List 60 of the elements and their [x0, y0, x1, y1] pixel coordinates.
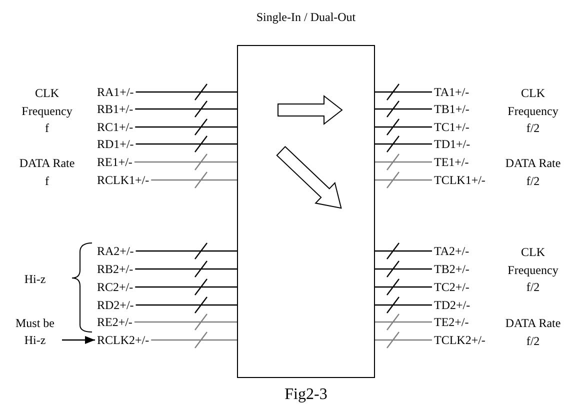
bus-line	[135, 83, 238, 101]
pin-label: RC1+/-	[97, 120, 134, 134]
bus-line	[134, 100, 238, 118]
pin-label: RE2+/-	[97, 315, 132, 329]
pin-label: RE1+/-	[97, 155, 132, 169]
pin-label: TE1+/-	[434, 155, 469, 169]
pin-label: TA2+/-	[434, 244, 470, 258]
pin-label: RD1+/-	[97, 137, 134, 151]
bus-line	[374, 278, 433, 296]
bus-line	[374, 313, 433, 331]
note-text: Must be Hi-z	[10, 315, 60, 349]
signal-note: CLK Frequency f	[20, 85, 74, 138]
bus-line	[374, 260, 433, 278]
bus-line	[374, 153, 433, 171]
pin-label: TCLK2+/-	[434, 333, 486, 347]
bus-line	[134, 313, 238, 331]
signal-note: CLK Frequency f/2	[506, 244, 560, 296]
arrow	[62, 336, 95, 344]
bus-line	[374, 242, 433, 260]
signal-note: DATA Rate f	[18, 155, 76, 190]
pin-label: TA1+/-	[434, 85, 470, 99]
bus-line	[374, 118, 433, 136]
signal-note: Hi-z	[23, 271, 47, 288]
pin-label: TC2+/-	[434, 280, 470, 294]
signal-note: DATA Rate f/2	[504, 315, 562, 350]
pin-label: RCLK2+/-	[97, 333, 150, 347]
pin-label: TCLK1+/-	[434, 173, 486, 187]
pin-label: TD1+/-	[434, 137, 470, 151]
pin-label: RB2+/-	[97, 262, 134, 276]
signal-note: DATA Rate f/2	[504, 155, 562, 190]
bus-line	[374, 296, 433, 314]
bus-line	[374, 100, 433, 118]
pin-label: TD2+/-	[434, 298, 470, 312]
bus-line	[134, 118, 238, 136]
bus-line	[135, 242, 238, 260]
pin-label: RA1+/-	[97, 85, 134, 99]
pin-label: TB1+/-	[434, 102, 470, 116]
bus-line	[134, 260, 238, 278]
bus-line	[150, 171, 238, 189]
pin-label: RA2+/-	[97, 244, 134, 258]
pin-label: RCLK1+/-	[97, 173, 150, 187]
bus-line	[374, 171, 433, 189]
pin-label: RD2+/-	[97, 298, 134, 312]
bus-line	[135, 135, 238, 153]
pin-label: TB2+/-	[434, 262, 470, 276]
bus-line	[374, 83, 433, 101]
chip-block	[237, 45, 375, 378]
pin-label: TC1+/-	[434, 120, 470, 134]
bus-line	[135, 296, 238, 314]
signal-note: CLK Frequency f/2	[506, 85, 560, 138]
bus-line	[134, 153, 238, 171]
pin-label: RC2+/-	[97, 280, 134, 294]
pin-label: TE2+/-	[434, 315, 469, 329]
bus-line	[150, 331, 238, 349]
bus-line	[374, 331, 433, 349]
pin-label: RB1+/-	[97, 102, 134, 116]
diagram-title: Single-In / Dual-Out	[255, 10, 357, 24]
bus-line	[134, 278, 238, 296]
bus-line	[374, 135, 433, 153]
figure-caption: Fig2-3	[284, 386, 328, 404]
